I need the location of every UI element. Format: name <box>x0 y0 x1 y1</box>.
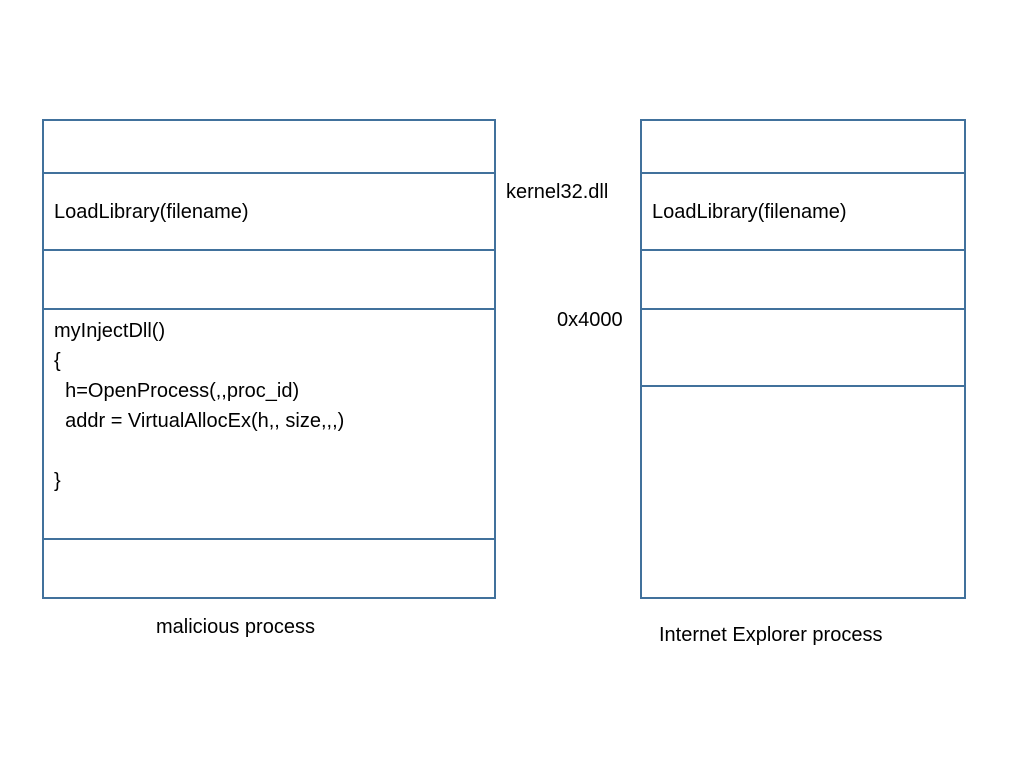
ie-segment-loadlibrary: LoadLibrary(filename) <box>642 172 964 249</box>
inject-code-block: myInjectDll() { h=OpenProcess(,,proc_id)… <box>54 316 344 496</box>
code-line-5 <box>54 436 344 466</box>
malicious-segment-top <box>44 121 494 172</box>
ie-segment-top <box>642 121 964 172</box>
malicious-segment-loadlibrary: LoadLibrary(filename) <box>44 172 494 249</box>
malicious-segment-bottom <box>44 538 494 597</box>
ie-process-box: LoadLibrary(filename) <box>640 119 966 599</box>
malicious-process-box: LoadLibrary(filename) myInjectDll() { h=… <box>42 119 496 599</box>
ie-segment-allocated <box>642 308 964 385</box>
ie-segment-bottom <box>642 385 964 597</box>
ie-loadlibrary-text: LoadLibrary(filename) <box>652 201 847 223</box>
code-line-1: myInjectDll() <box>54 320 166 342</box>
code-line-4: addr = VirtualAllocEx(h,, size,,,) <box>54 410 345 432</box>
ie-segment-empty <box>642 249 964 308</box>
kernel32-label: kernel32.dll <box>506 181 609 203</box>
ie-process-caption: Internet Explorer process <box>659 624 883 646</box>
code-line-2: { <box>54 350 61 372</box>
address-label: 0x4000 <box>557 309 623 331</box>
code-line-6: } <box>54 470 61 492</box>
code-line-3: h=OpenProcess(,,proc_id) <box>54 380 300 402</box>
malicious-segment-code: myInjectDll() { h=OpenProcess(,,proc_id)… <box>44 308 494 538</box>
malicious-loadlibrary-text: LoadLibrary(filename) <box>54 201 249 223</box>
malicious-process-caption: malicious process <box>156 616 315 638</box>
malicious-segment-empty <box>44 249 494 308</box>
